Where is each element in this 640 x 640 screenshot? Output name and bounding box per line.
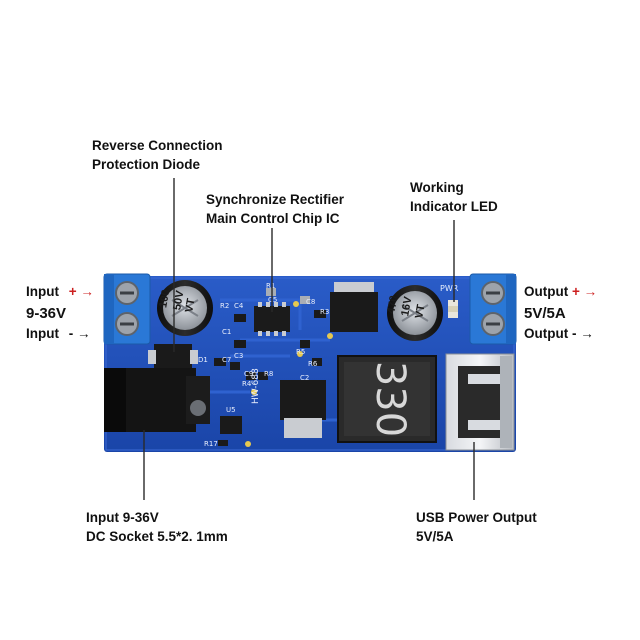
arrow-right-icon: →	[580, 326, 594, 341]
output-plus-text: Output	[524, 284, 569, 299]
silkscreen-labels: HW-688 R1 R2 C4 C5 C8 R3 D1 C7 R5 R6 C3 …	[198, 282, 329, 448]
usb-port	[445, 353, 515, 451]
callout-line-1: Synchronize Rectifier	[206, 192, 345, 207]
output-plus-label: Output + →	[524, 282, 597, 301]
chip-u5	[220, 416, 242, 434]
input-minus-label: Input - →	[26, 324, 91, 343]
callout-line-1: Working	[410, 180, 464, 195]
ref-r4: R4	[242, 380, 252, 388]
callout-line-1: Input 9-36V	[86, 510, 159, 525]
output-screw-terminal	[469, 273, 517, 345]
reverse-diode-callout: Reverse Connection Protection Diode	[92, 136, 223, 174]
callout-line-2: Indicator LED	[410, 199, 498, 214]
ref-r1: R1	[266, 282, 275, 290]
cap-right-value: 470	[385, 295, 400, 315]
plus-sign: +	[68, 284, 77, 299]
minus-sign: -	[572, 326, 577, 341]
pwr-label: PWR	[440, 284, 459, 293]
minus-sign: -	[68, 326, 74, 341]
ref-r6: R6	[308, 360, 318, 368]
ref-d1: D1	[198, 356, 208, 364]
input-minus-text: Input	[26, 326, 59, 341]
cap-right-voltage: 16V	[399, 295, 414, 317]
callout-line-2: Protection Diode	[92, 157, 201, 172]
ref-r5: R5	[296, 348, 305, 356]
output-rating-label: 5V/5A	[524, 305, 566, 322]
regulator	[280, 380, 326, 438]
output-minus-text: Output	[524, 326, 569, 341]
cap-right-brand: VT	[413, 303, 427, 319]
power-inductor: 330	[337, 355, 437, 443]
ref-c3: C3	[234, 352, 243, 360]
ref-c7: C7	[222, 356, 231, 364]
output-capacitor: 470 16V VT	[385, 285, 443, 341]
ref-c1: C1	[222, 328, 231, 336]
usb-output-callout: USB Power Output 5V/5A	[416, 508, 537, 546]
ref-r8: R8	[264, 370, 273, 378]
callout-line-2: Main Control Chip IC	[206, 211, 340, 226]
ref-r2: R2	[220, 302, 229, 310]
cap-left-value: 100	[157, 289, 172, 309]
output-minus-label: Output - →	[524, 324, 594, 343]
input-capacitor: 100 50V VT	[157, 280, 213, 336]
sync-rectifier-callout: Synchronize Rectifier Main Control Chip …	[206, 190, 344, 228]
dc-socket	[104, 368, 210, 432]
arrow-right-icon: →	[583, 284, 598, 299]
callout-line-1: Reverse Connection	[92, 138, 223, 153]
arrow-right-icon: →	[77, 326, 91, 341]
cap-left-brand: VT	[183, 297, 197, 313]
dc-socket-callout: Input 9-36V DC Socket 5.5*2. 1mm	[86, 508, 228, 546]
model-label: HW-688	[251, 368, 261, 404]
cap-left-voltage: 50V	[171, 289, 186, 311]
plus-sign: +	[572, 284, 580, 299]
indicator-led-callout: Working Indicator LED	[410, 178, 498, 216]
ref-c4: C4	[234, 302, 244, 310]
callout-line-2: 5V/5A	[416, 529, 454, 544]
inductor-marking: 330	[367, 361, 413, 437]
ref-c8: C8	[306, 298, 315, 306]
callout-line-1: USB Power Output	[416, 510, 537, 525]
input-plus-text: Input	[26, 284, 59, 299]
input-voltage-label: 9-36V	[26, 305, 67, 322]
ref-r17: R17	[204, 440, 218, 448]
reverse-protection-diode	[148, 344, 198, 370]
arrow-right-icon: →	[80, 284, 94, 299]
smd-components	[214, 288, 326, 446]
input-plus-label: Input + →	[26, 282, 94, 301]
mosfet	[330, 282, 378, 332]
ref-u5: U5	[226, 406, 236, 414]
ref-c2: C2	[300, 374, 309, 382]
input-screw-terminal	[103, 273, 151, 345]
ref-r3: R3	[320, 308, 329, 316]
power-led: PWR	[440, 284, 459, 318]
ref-c9: C9	[244, 370, 253, 378]
callout-line-2: DC Socket 5.5*2. 1mm	[86, 529, 228, 544]
callout-lines	[143, 178, 475, 500]
